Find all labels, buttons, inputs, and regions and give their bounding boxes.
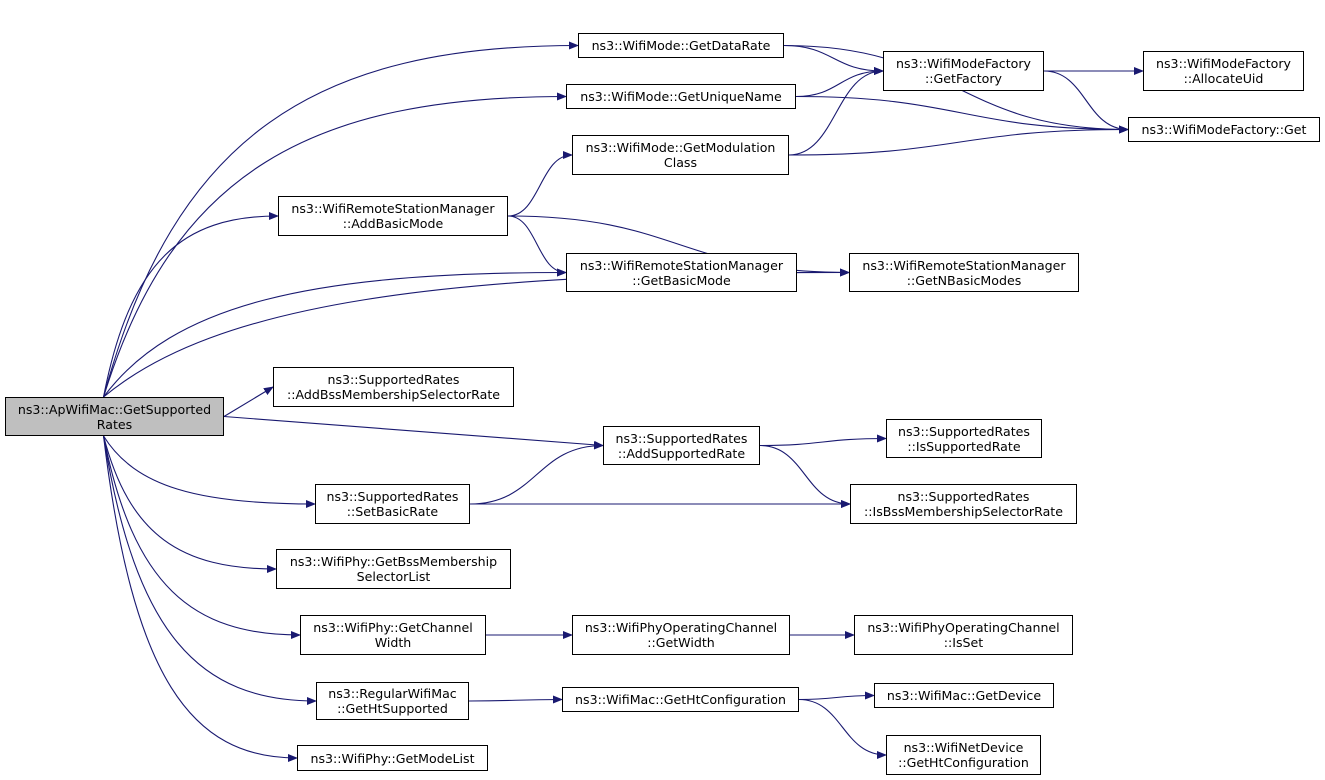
node-label: ns3::SupportedRates ::IsBssMembershipSel…	[864, 489, 1063, 519]
node-label: ns3::WifiPhyOperatingChannel ::GetWidth	[584, 620, 778, 650]
node-wifi-mode-get-unique-name[interactable]: ns3::WifiMode::GetUniqueName	[566, 84, 796, 109]
node-label: ns3::WifiPhy::GetBssMembership SelectorL…	[289, 554, 498, 584]
node-wifi-mode-factory-get-factory[interactable]: ns3::WifiModeFactory ::GetFactory	[883, 51, 1044, 91]
node-label: ns3::WifiPhyOperatingChannel ::IsSet	[867, 620, 1060, 650]
node-label: ns3::ApWifiMac::GetSupported Rates	[17, 401, 212, 432]
edge-getHtConfiguration-to-getDevice	[798, 691, 875, 701]
edge-root-to-getModeList	[103, 435, 298, 762]
node-operating-channel-get-width[interactable]: ns3::WifiPhyOperatingChannel ::GetWidth	[572, 615, 790, 655]
node-label: ns3::WifiRemoteStationManager ::GetBasic…	[579, 257, 784, 288]
node-label: ns3::SupportedRates ::AddSupportedRate	[615, 430, 748, 461]
node-label: ns3::SupportedRates ::IsSupportedRate	[897, 423, 1030, 454]
edge-getUniqueName-to-getFactory	[795, 67, 884, 98]
node-wifi-phy-get-mode-list[interactable]: ns3::WifiPhy::GetModeList	[297, 745, 488, 771]
node-remote-station-manager-get-basic-mode[interactable]: ns3::WifiRemoteStationManager ::GetBasic…	[566, 253, 797, 292]
edge-root-to-addBssMembership	[223, 386, 274, 417]
node-label: ns3::WifiMode::GetUniqueName	[580, 89, 782, 104]
node-wifi-mac-get-device[interactable]: ns3::WifiMac::GetDevice	[874, 683, 1054, 708]
node-label: ns3::WifiPhy::GetModeList	[310, 750, 475, 766]
node-label: ns3::WifiModeFactory ::AllocateUid	[1156, 56, 1291, 86]
edge-addBasicMode-to-getBasicMode	[507, 215, 567, 277]
edge-setBasicRate-to-addSupportedRate	[469, 441, 604, 505]
node-supported-rates-set-basic-rate[interactable]: ns3::SupportedRates ::SetBasicRate	[315, 484, 470, 524]
node-regular-wifi-mac-get-ht-supported[interactable]: ns3::RegularWifiMac ::GetHtSupported	[316, 682, 469, 720]
edge-getHtSupported-to-getHtConfiguration	[468, 695, 563, 704]
node-supported-rates-is-supported-rate[interactable]: ns3::SupportedRates ::IsSupportedRate	[886, 419, 1042, 458]
edge-root-to-getDataRate	[103, 41, 579, 398]
node-wifi-mode-factory-allocate-uid[interactable]: ns3::WifiModeFactory ::AllocateUid	[1143, 51, 1304, 91]
node-label: ns3::WifiMode::GetDataRate	[591, 38, 771, 53]
edge-getDataRate-to-getFactory	[783, 44, 884, 75]
node-remote-station-manager-add-basic-mode[interactable]: ns3::WifiRemoteStationManager ::AddBasic…	[278, 196, 508, 236]
node-label: ns3::WifiMode::GetModulation Class	[585, 140, 776, 170]
node-supported-rates-is-bss-membership-selector-rate[interactable]: ns3::SupportedRates ::IsBssMembershipSel…	[850, 484, 1077, 524]
node-remote-station-manager-get-n-basic-modes[interactable]: ns3::WifiRemoteStationManager ::GetNBasi…	[849, 253, 1079, 292]
edge-addSupportedRate-to-isBssMembership	[759, 444, 851, 508]
node-supported-rates-add-bss-membership-selector-rate[interactable]: ns3::SupportedRates ::AddBssMembershipSe…	[273, 367, 514, 407]
edge-root-to-addSupportedRate	[223, 415, 604, 449]
edge-addBasicMode-to-getModulationClass	[507, 151, 573, 217]
edge-getUniqueName-to-factoryGet	[795, 95, 1129, 134]
edge-root-to-getChannelWidth	[103, 435, 301, 639]
edge-addSupportedRate-to-isSupportedRate	[759, 434, 887, 447]
node-operating-channel-is-set[interactable]: ns3::WifiPhyOperatingChannel ::IsSet	[854, 615, 1073, 655]
node-label: ns3::WifiModeFactory ::GetFactory	[896, 56, 1031, 86]
node-label: ns3::SupportedRates ::SetBasicRate	[326, 489, 459, 519]
node-label: ns3::WifiRemoteStationManager ::AddBasic…	[291, 201, 495, 231]
node-label: ns3::WifiMac::GetDevice	[886, 688, 1042, 703]
edge-root-to-getBasicMode	[103, 268, 567, 398]
node-wifi-mac-get-ht-configuration[interactable]: ns3::WifiMac::GetHtConfiguration	[562, 687, 799, 712]
node-wifi-phy-get-channel-width[interactable]: ns3::WifiPhy::GetChannel Width	[300, 615, 486, 655]
node-label: ns3::WifiModeFactory::Get	[1141, 122, 1307, 137]
edge-getModulationClass-to-factoryGet	[788, 125, 1129, 156]
node-label: ns3::SupportedRates ::AddBssMembershipSe…	[286, 372, 501, 402]
edge-getHtConfiguration-to-netDeviceGetHtConfig	[798, 698, 887, 759]
node-ap-wifi-mac-get-supported-rates: ns3::ApWifiMac::GetSupported Rates	[5, 397, 224, 436]
node-wifi-mode-get-modulation-class[interactable]: ns3::WifiMode::GetModulation Class	[572, 135, 789, 175]
edge-getModulationClass-to-getFactory	[788, 67, 884, 156]
edge-root-to-getBssMembershipList	[103, 435, 277, 573]
node-wifi-mode-get-data-rate[interactable]: ns3::WifiMode::GetDataRate	[578, 33, 784, 58]
node-label: ns3::WifiRemoteStationManager ::GetNBasi…	[862, 257, 1066, 288]
node-label: ns3::WifiNetDevice ::GetHtConfiguration	[898, 740, 1029, 770]
node-wifi-mode-factory-get[interactable]: ns3::WifiModeFactory::Get	[1128, 117, 1320, 142]
node-supported-rates-add-supported-rate[interactable]: ns3::SupportedRates ::AddSupportedRate	[603, 426, 760, 465]
node-label: ns3::WifiMac::GetHtConfiguration	[575, 692, 786, 707]
node-label: ns3::RegularWifiMac ::GetHtSupported	[328, 686, 457, 716]
edge-root-to-setBasicRate	[103, 435, 316, 508]
node-wifi-phy-get-bss-membership-selector-list[interactable]: ns3::WifiPhy::GetBssMembership SelectorL…	[276, 549, 511, 589]
edge-getFactory-to-factoryGet	[1043, 70, 1129, 134]
edge-root-to-getHtSupported	[103, 435, 317, 705]
node-label: ns3::WifiPhy::GetChannel Width	[313, 620, 473, 650]
node-wifi-net-device-get-ht-configuration[interactable]: ns3::WifiNetDevice ::GetHtConfiguration	[886, 735, 1041, 775]
edge-root-to-addBasicMode	[103, 212, 279, 398]
edge-root-to-getUniqueName	[103, 92, 567, 398]
